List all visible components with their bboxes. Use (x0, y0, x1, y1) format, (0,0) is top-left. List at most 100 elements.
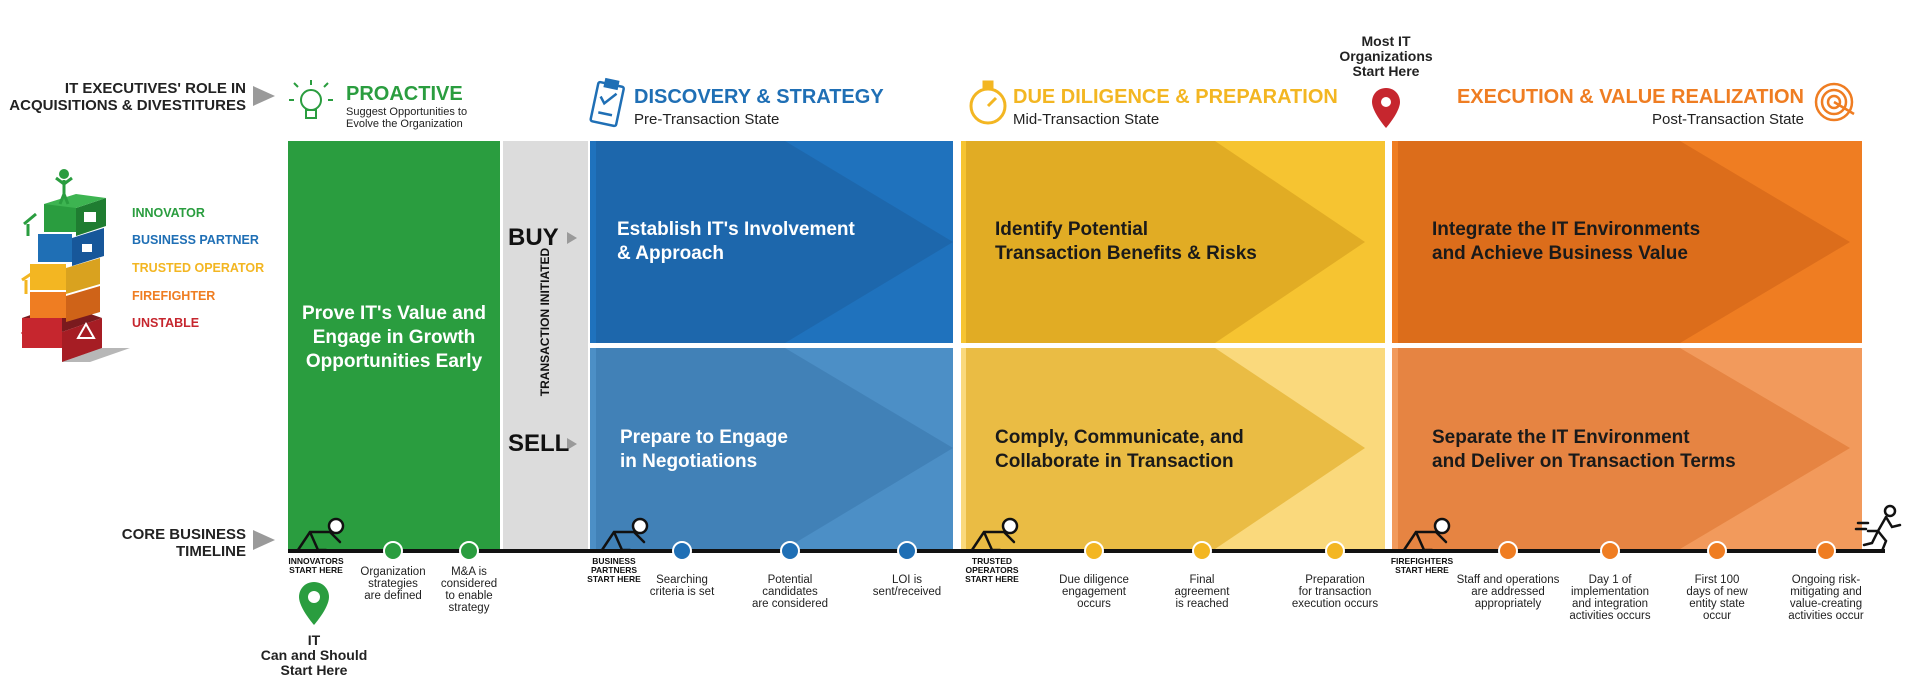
most-it-line: Start Here (1352, 63, 1420, 79)
buy-execution-arrow (1398, 141, 1850, 343)
box-line: and Deliver on Transaction Terms (1432, 451, 1736, 472)
milestone-dot-3 (672, 541, 692, 561)
milestone-dot-10 (1600, 541, 1620, 561)
milestone-dot-2 (459, 541, 479, 561)
milestone-label: Ongoing risk- mitigating and value-creat… (1771, 574, 1881, 622)
sell-label: SELL (508, 430, 570, 457)
buy-arrow (567, 232, 577, 244)
milestone-dot-9 (1498, 541, 1518, 561)
it-start-line: IT (307, 632, 321, 648)
ms-line: execution occurs (1291, 598, 1379, 610)
tier-trusted-operator: TRUSTED OPERATOR (132, 261, 265, 275)
buy-execution-text: Integrate the IT Environments and Achiev… (1432, 218, 1700, 266)
target-icon (1814, 82, 1855, 122)
proactive-box-text: Prove IT's Value and Engage in Growth Op… (288, 302, 500, 374)
phase-sub-line: Evolve the Organization (346, 118, 463, 130)
ms-line: strategies (368, 578, 418, 590)
running-person-icon (1854, 504, 1902, 553)
phase-sub-execution: Post-Transaction State (1651, 111, 1804, 128)
ms-line: activities occurs (1569, 610, 1651, 622)
sell-execution-text: Separate the IT Environment and Deliver … (1432, 426, 1736, 474)
ms-line: Final (1189, 574, 1215, 586)
ms-line: for transaction (1298, 586, 1372, 598)
milestone-dot-4 (780, 541, 800, 561)
box-line: Separate the IT Environment (1432, 427, 1690, 448)
buy-diligence-text: Identify Potential Transaction Benefits … (995, 218, 1257, 266)
milestone-dot-12 (1816, 541, 1836, 561)
clipboard-icon (589, 77, 625, 128)
ms-line: mitigating and (1790, 586, 1862, 598)
ms-line: Day 1 of (1588, 574, 1632, 586)
ms-line: LOI is (891, 574, 923, 586)
ms-line: days of new (1686, 586, 1748, 598)
ms-line: Preparation (1305, 574, 1365, 586)
trusted-operators-start-label: TRUSTED OPERATORS START HERE (952, 557, 1032, 584)
sell-diligence-arrow (966, 348, 1365, 549)
proactive-line: Opportunities Early (305, 351, 483, 372)
ms-line: considered (440, 578, 498, 590)
ms-line: sent/received (872, 586, 942, 598)
ms-line: are defined (364, 590, 422, 602)
box-line: Transaction Benefits & Risks (995, 243, 1257, 264)
proactive-line: Engage in Growth (312, 327, 476, 348)
ms-line: value-creating (1789, 598, 1863, 610)
start-line: PARTNERS (590, 565, 638, 575)
it-start-label: IT Can and Should Start Here (234, 633, 394, 678)
buy-label: BUY (508, 224, 559, 251)
box-line: Integrate the IT Environments (1432, 219, 1701, 240)
ms-line: Staff and operations (1456, 574, 1560, 586)
ms-line: and integration (1571, 598, 1649, 610)
start-line: START HERE (587, 574, 641, 584)
milestone-label: First 100 days of new entity state occur (1662, 574, 1772, 622)
phase-title-execution: EXECUTION & VALUE REALIZATION (1456, 86, 1804, 108)
ms-line: criteria is set (649, 586, 715, 598)
buy-discovery-text: Establish IT's Involvement & Approach (617, 218, 855, 266)
milestone-dot-6 (1084, 541, 1104, 561)
location-pin-icon (1372, 88, 1400, 128)
runner-start-icon (600, 517, 649, 552)
start-line: FIREFIGHTERS (1390, 556, 1454, 566)
maturity-tower-graphic (20, 169, 130, 362)
innovators-start-label: INNOVATORS START HERE (276, 557, 356, 575)
box-line: Comply, Communicate, and (995, 427, 1244, 448)
sell-discovery-text: Prepare to Engage in Negotiations (620, 426, 788, 474)
most-it-start-label: Most IT Organizations Start Here (1316, 34, 1456, 79)
ms-line: to enable (445, 590, 493, 602)
stopwatch-icon (969, 80, 1007, 125)
start-line: START HERE (1395, 565, 1449, 575)
buy-discovery-arrow (596, 141, 953, 343)
ms-line: Searching (656, 574, 708, 586)
milestone-dot-5 (897, 541, 917, 561)
tier-unstable: UNSTABLE (132, 316, 200, 330)
tier-business-partner: BUSINESS PARTNER (132, 233, 259, 247)
ms-line: are addressed (1471, 586, 1545, 598)
milestone-label: Potential candidates are considered (735, 574, 845, 610)
location-pin-icon (299, 582, 329, 625)
ms-line: occur (1702, 610, 1732, 622)
proactive-line: Prove IT's Value and (301, 303, 487, 324)
start-line: OPERATORS (965, 565, 1019, 575)
sell-discovery-arrow (596, 348, 953, 549)
phase-title-diligence: DUE DILIGENCE & PREPARATION (1013, 86, 1338, 108)
start-line: BUSINESS (592, 556, 636, 566)
buy-diligence-arrow (966, 141, 1365, 343)
it-start-line: Start Here (280, 662, 348, 678)
role-label: IT EXECUTIVES' ROLE IN ACQUISITIONS & DI… (9, 80, 246, 114)
role-arrow (253, 86, 275, 106)
sell-arrow (567, 438, 577, 450)
phase-sub-discovery: Pre-Transaction State (634, 111, 780, 128)
milestone-label: Staff and operations are addressed appro… (1446, 574, 1570, 610)
ms-line: occurs (1077, 598, 1111, 610)
start-line: INNOVATORS (288, 556, 344, 566)
firefighters-start-label: FIREFIGHTERS START HERE (1382, 557, 1462, 575)
box-line: Identify Potential (995, 219, 1149, 240)
milestone-label: Due diligence engagement occurs (1039, 574, 1149, 610)
ms-line: Ongoing risk- (1791, 574, 1861, 586)
milestone-dot-1 (383, 541, 403, 561)
ms-line: is reached (1175, 598, 1229, 610)
ms-line: Due diligence (1059, 574, 1129, 586)
box-line: in Negotiations (620, 451, 758, 472)
runner-start-icon (296, 517, 345, 552)
phase-title-proactive: PROACTIVE (346, 83, 463, 105)
